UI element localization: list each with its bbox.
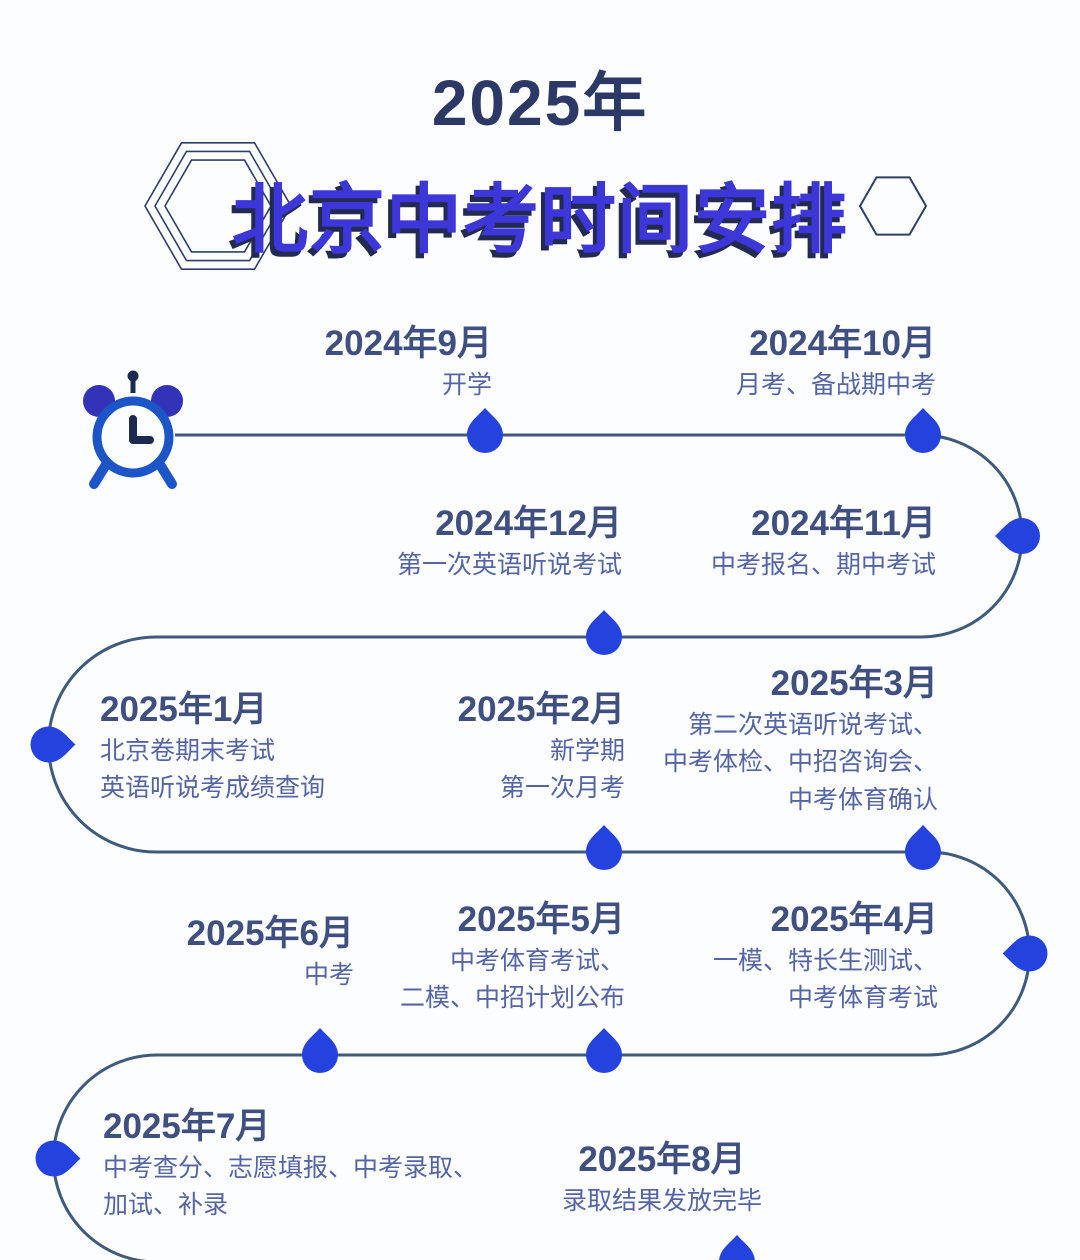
hexagon-outline-icon [858,176,928,236]
milestone-event: 第二次英语听说考试、 [687,710,938,739]
milestone-event: 月考、备战期中考 [735,370,936,399]
milestone-date: 2024年10月 [749,324,936,363]
milestone-2025-07: 2025年7月 中考查分、志愿填报、中考录取、 加试、补录 [103,1105,478,1225]
milestone-date: 2025年4月 [770,900,938,939]
hexagon-outline-icon [144,142,292,271]
milestone-2024-12: 2024年12月 第一次英语听说考试 [397,502,622,584]
milestone-event: 第一次月考 [499,774,625,803]
droplet-marker-icon [905,408,941,453]
droplet-marker-icon [30,726,76,763]
droplet-marker-icon [467,408,503,453]
droplet-marker-icon [719,1235,755,1260]
droplet-marker-icon [1002,935,1048,972]
droplet-marker-icon [302,1028,338,1073]
milestone-date: 2025年5月 [457,900,625,939]
milestone-2025-03: 2025年3月 第二次英语听说考试、 中考体检、中招咨询会、 中考体育确认 [663,662,938,819]
milestone-2025-06: 2025年6月 中考 [187,912,354,994]
milestone-2024-11: 2024年11月 中考报名、期中考试 [711,502,936,584]
milestone-2025-08: 2025年8月 录取结果发放完毕 [512,1138,812,1220]
milestone-event: 新学期 [549,736,625,765]
droplet-marker-icon [35,1140,81,1177]
page-title: 2025年 [431,67,649,139]
droplet-marker-icon [586,825,622,870]
milestone-date: 2025年2月 [457,690,625,729]
milestone-event: 中考体育考试、 [449,946,625,975]
milestone-2025-02: 2025年2月 新学期 第一次月考 [458,688,625,808]
droplet-marker-icon [995,518,1040,554]
milestone-event: 北京卷期末考试 [100,736,276,765]
milestone-date: 2024年11月 [751,504,936,543]
milestone-event: 加试、补录 [103,1191,229,1220]
milestone-2025-01: 2025年1月 北京卷期末考试 英语听说考成绩查询 [100,688,325,808]
milestone-2024-10: 2024年10月 月考、备战期中考 [736,322,936,404]
milestone-2025-04: 2025年4月 一模、特长生测试、 中考体育考试 [713,898,938,1018]
milestone-event: 中考体检、中招咨询会、 [662,748,938,777]
milestone-event: 中考报名、期中考试 [710,550,936,579]
milestone-event: 第一次英语听说考试 [396,550,622,579]
milestone-date: 2025年1月 [100,690,268,729]
milestone-event: 录取结果发放完毕 [561,1186,762,1215]
milestone-event: 中考体育考试 [787,984,938,1013]
alarm-clock-icon [83,370,183,489]
milestone-date: 2025年8月 [578,1140,746,1179]
droplet-marker-icon [905,825,941,870]
milestone-2025-05: 2025年5月 中考体育考试、 二模、中招计划公布 [400,898,625,1018]
milestone-date: 2024年9月 [324,324,492,363]
milestone-date: 2025年7月 [103,1107,271,1146]
milestone-2024-09: 2024年9月 开学 [325,322,492,404]
milestone-event: 中考体育确认 [787,785,938,814]
milestone-date: 2025年3月 [770,664,938,703]
milestone-event: 中考查分、志愿填报、中考录取、 [103,1153,479,1182]
milestone-date: 2025年6月 [186,914,354,953]
milestone-event: 中考 [303,960,354,989]
timeline-path [47,433,1031,1260]
droplet-marker-icon [586,1028,622,1073]
milestone-event: 二模、中招计划公布 [399,984,625,1013]
milestone-event: 一模、特长生测试、 [712,946,938,975]
page-subtitle: 北京中考时间安排 [232,178,848,263]
milestone-event: 英语听说考成绩查询 [100,774,326,803]
milestone-event: 开学 [441,370,492,399]
droplet-marker-icon [586,610,622,655]
milestone-date: 2024年12月 [435,504,622,543]
